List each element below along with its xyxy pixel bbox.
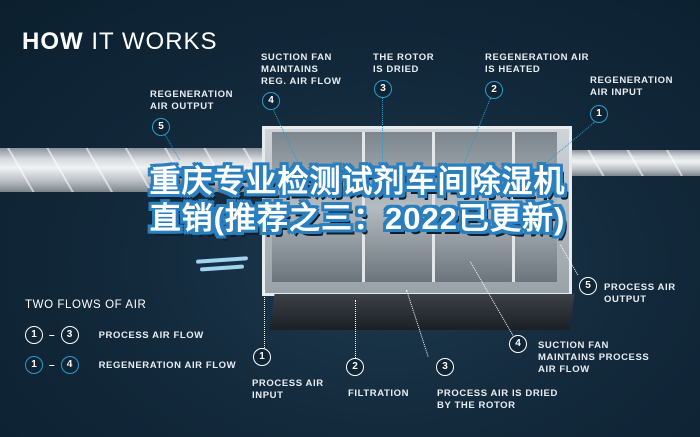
callout-label-reg-output: REGENERATION AIR OUTPUT bbox=[150, 89, 234, 112]
legend-row-regeneration: 1 – 4 REGENERATION AIR FLOW bbox=[25, 356, 236, 374]
callout-number-reg-3: 3 bbox=[374, 80, 392, 98]
legend-row-process: 1 – 3 PROCESS AIR FLOW bbox=[25, 326, 204, 344]
overlay-title: 重庆专业检测试剂车间除湿机直销(推荐之三：2022已更新) bbox=[149, 164, 566, 236]
callout-label-rotor-dried: THE ROTOR IS DRIED bbox=[373, 52, 435, 75]
callout-label-process-output: PROCESS AIR OUTPUT bbox=[604, 282, 676, 305]
dehumidifier-unit bbox=[262, 120, 575, 340]
callout-label-reg-input: REGENERATION AIR INPUT bbox=[590, 75, 674, 98]
right-duct bbox=[570, 150, 700, 176]
callout-number-reg-1: 1 bbox=[590, 105, 608, 123]
callout-label-reg-heated: REGENERATION AIR IS HEATED bbox=[485, 52, 590, 75]
callout-label-process-dried: PROCESS AIR IS DRIED BY THE ROTOR bbox=[437, 388, 558, 411]
callout-number-process-4: 4 bbox=[509, 335, 527, 353]
callout-label-filtration: FILTRATION bbox=[348, 388, 410, 399]
page-title: HOW IT WORKS bbox=[22, 28, 218, 55]
callout-number-reg-2: 2 bbox=[485, 81, 503, 99]
callout-number-process-1: 1 bbox=[253, 348, 271, 366]
callout-label-process-input: PROCESS AIR INPUT bbox=[252, 378, 324, 401]
callout-number-process-5: 5 bbox=[579, 277, 597, 295]
legend-title: TWO FLOWS OF AIR bbox=[25, 299, 147, 311]
callout-label-reg-suction-fan: SUCTION FAN MAINTAINS REG. AIR FLOW bbox=[261, 52, 342, 87]
callout-number-process-3: 3 bbox=[436, 358, 454, 376]
left-duct bbox=[0, 148, 275, 192]
callout-number-reg-5: 5 bbox=[152, 118, 170, 136]
callout-number-process-2: 2 bbox=[346, 358, 364, 376]
callout-number-reg-4: 4 bbox=[262, 92, 280, 110]
callout-label-process-suction-fan: SUCTION FAN MAINTAINS PROCESS AIR FLOW bbox=[538, 340, 650, 375]
